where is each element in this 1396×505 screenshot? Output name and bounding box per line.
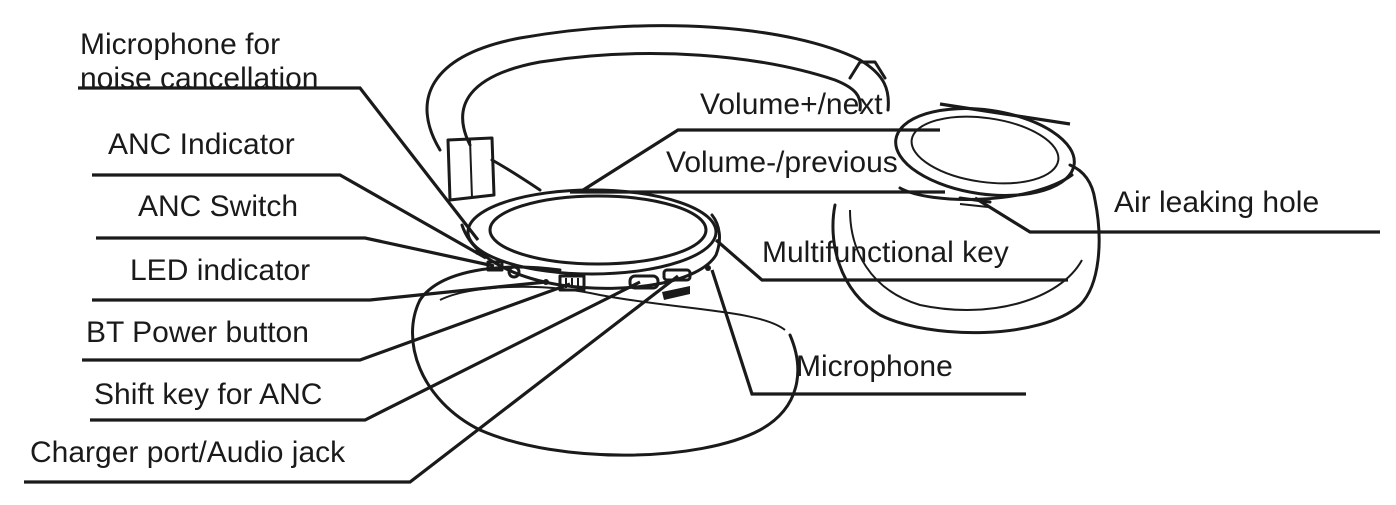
headband-slider bbox=[446, 136, 496, 202]
label-led-indicator: LED indicator bbox=[130, 254, 311, 287]
charger-port-shape bbox=[662, 268, 692, 282]
label-multifunctional-key: Multifunctional key bbox=[762, 236, 1009, 269]
label-charger-port: Charger port/Audio jack bbox=[30, 436, 346, 469]
leader-bt-power bbox=[82, 282, 571, 362]
leader-multi bbox=[714, 238, 1068, 282]
label-bt-power-button: BT Power button bbox=[86, 316, 309, 349]
left-ear-cushion bbox=[411, 298, 800, 457]
headband bbox=[425, 24, 890, 152]
leader-volume-plus-top bbox=[939, 102, 1071, 126]
leader-charger bbox=[24, 274, 679, 484]
right-ear-cushion bbox=[831, 163, 1101, 335]
label-volume-plus: Volume+/next bbox=[700, 88, 883, 121]
led-indicator-shape bbox=[507, 265, 521, 279]
bt-power-shape bbox=[558, 274, 586, 292]
leader-shift bbox=[90, 280, 641, 422]
shift-key-shape bbox=[628, 274, 660, 290]
label-air-leaking-hole: Air leaking hole bbox=[1114, 186, 1320, 219]
leader-mic-noise bbox=[78, 86, 480, 241]
right-ear-cup bbox=[894, 107, 1076, 197]
label-anc-switch: ANC Switch bbox=[138, 190, 299, 223]
label-microphone-noise-cancellation: Microphone for noise cancellation bbox=[80, 28, 319, 96]
label-microphone: Microphone bbox=[796, 350, 953, 383]
leader-air bbox=[974, 196, 1380, 234]
label-mic-noise-line1: Microphone for bbox=[80, 28, 281, 61]
label-volume-minus: Volume-/previous bbox=[666, 146, 898, 179]
label-mic-noise-line2: noise cancellation bbox=[80, 62, 319, 95]
leader-anc-switch bbox=[96, 236, 495, 268]
leader-led bbox=[92, 280, 547, 302]
leader-anc-indicator bbox=[92, 173, 487, 260]
label-anc-indicator: ANC Indicator bbox=[108, 128, 295, 161]
leader-mic bbox=[710, 269, 1026, 396]
label-shift-key: Shift key for ANC bbox=[94, 378, 323, 411]
air-hole-shape bbox=[958, 196, 992, 204]
leader-volume-plus bbox=[579, 128, 940, 194]
